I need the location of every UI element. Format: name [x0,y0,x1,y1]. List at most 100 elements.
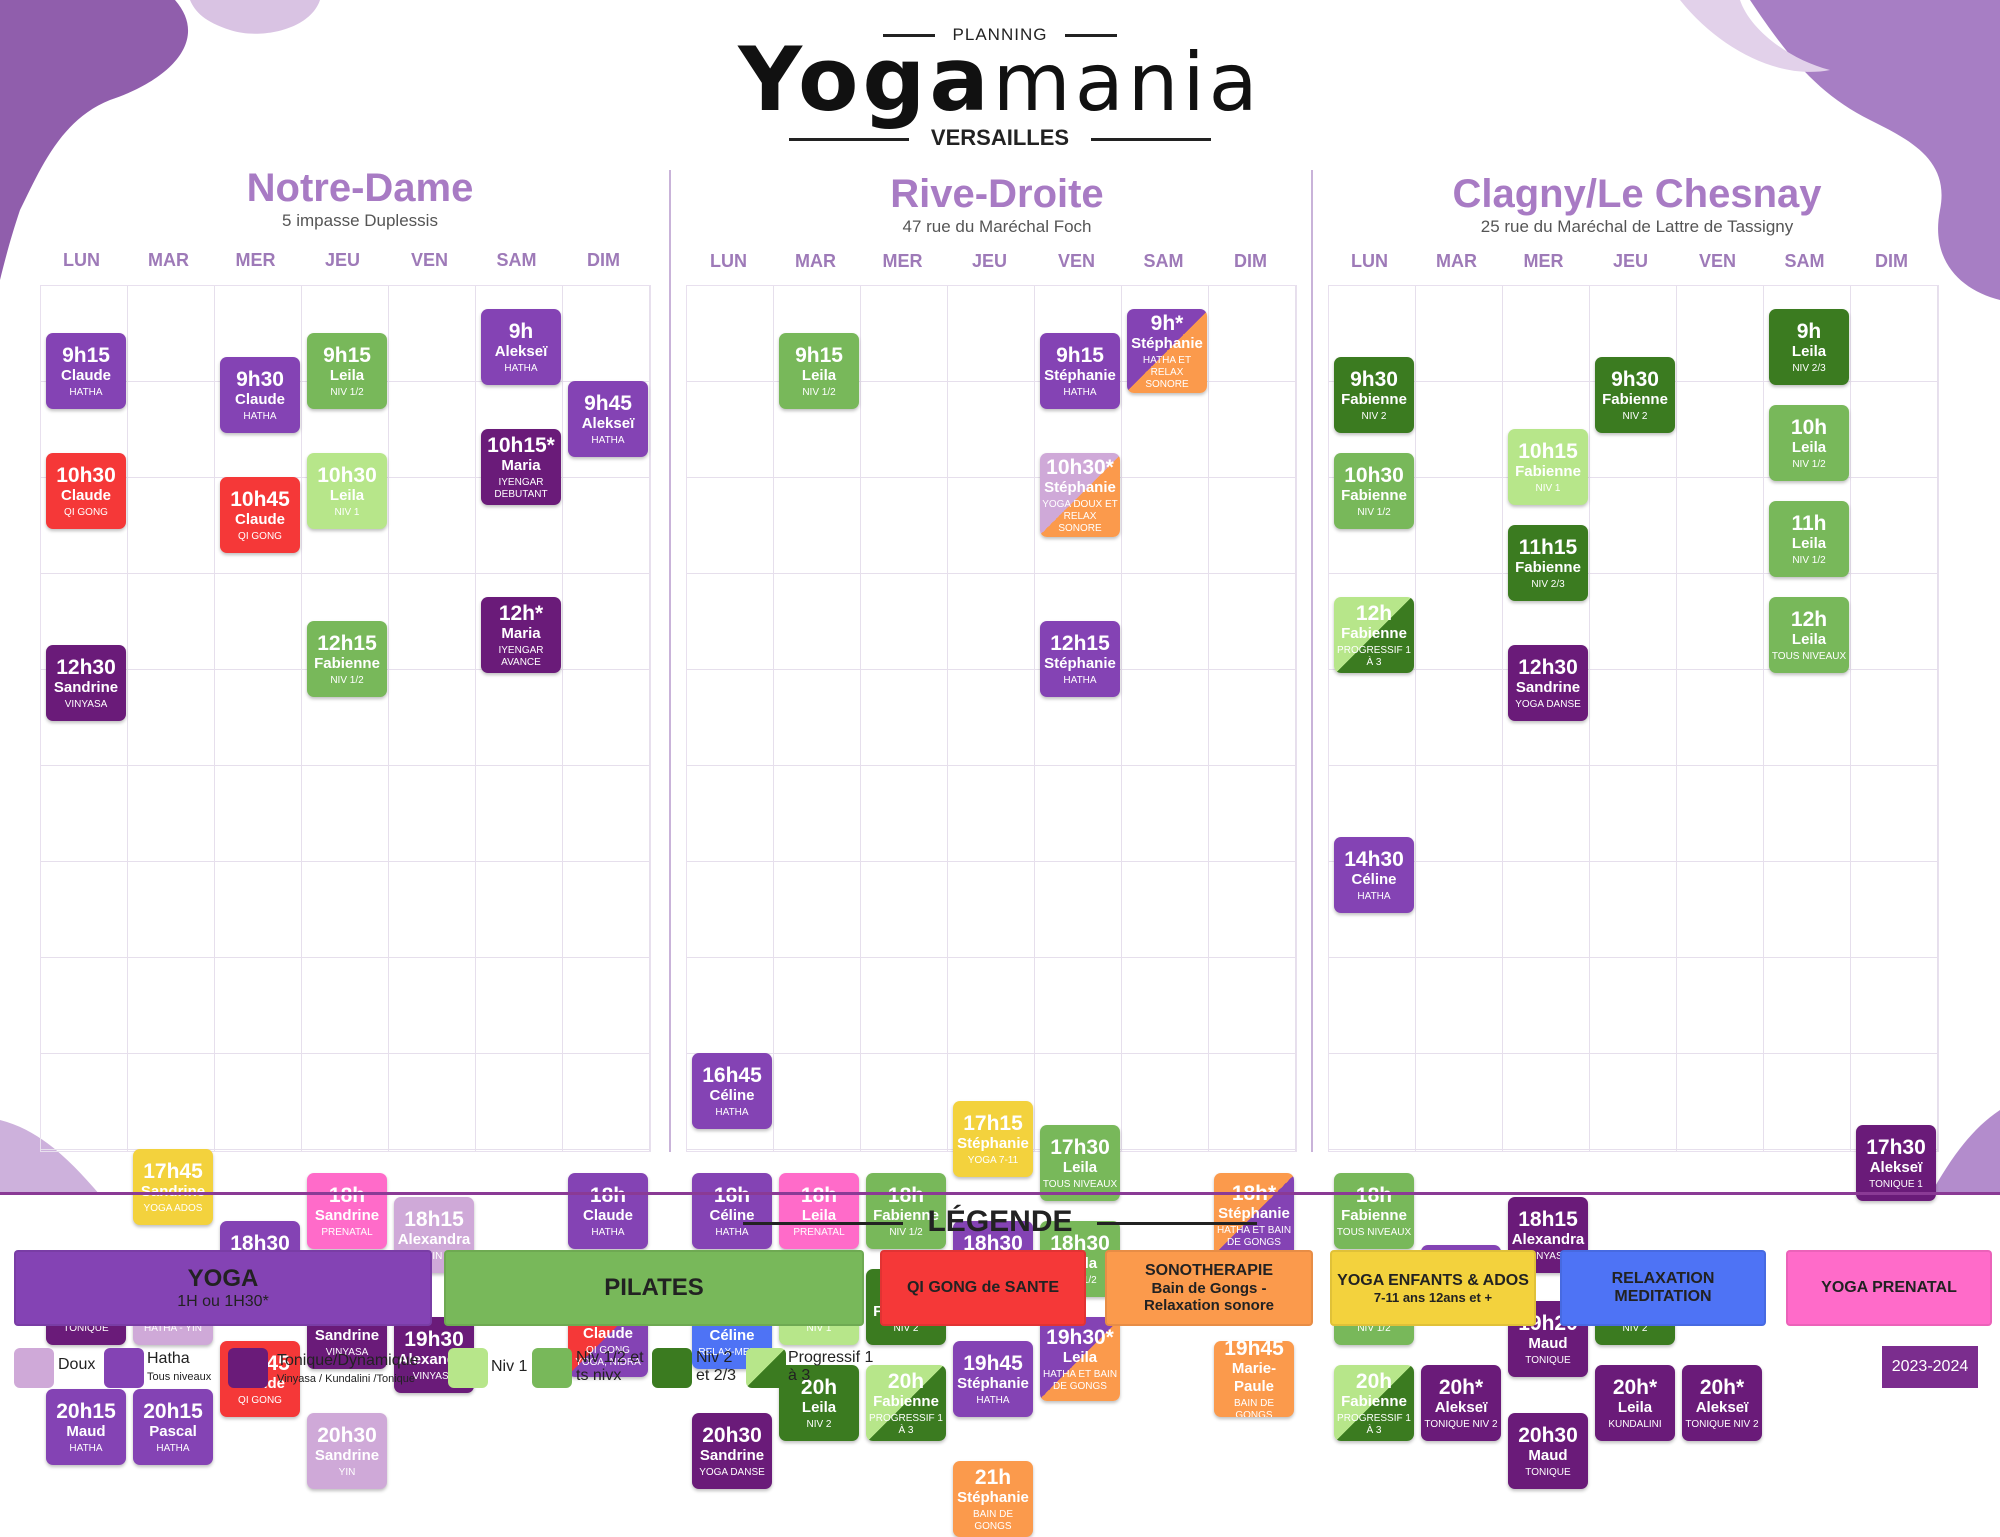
legend-label: RELAXATION MEDITATION [1611,1270,1715,1305]
class-teacher: Leila [1791,630,1827,648]
class-time: 10h45 [230,487,290,511]
day-label: SAM [1143,251,1184,271]
class-teacher: Leila [329,366,365,384]
location-address: 25 rue du Maréchal de Lattre de Tassigny [1480,217,1794,236]
schedule-grid-notre-dame [40,285,651,1152]
class-time: 20h* [1438,1375,1484,1399]
class-style: HATHA [976,1394,1010,1406]
class-teacher: Fabienne [1341,390,1407,408]
day-label: JEU [1612,251,1648,271]
class-time: 18h [1355,1183,1393,1207]
class-style: TONIQUE NIV 2 [1685,1418,1759,1430]
class-style: HATHA [69,386,103,398]
class-style: TONIQUE [1525,1466,1571,1478]
day-header-row: LUN MAR MER JEU VEN SAM DIM [38,250,647,271]
class-time: 9h* [1150,311,1184,335]
page-header: PLANNING Yogamania VERSAILLES [0,0,2000,160]
class-style: YOGA 7-11 [967,1154,1019,1166]
legend-pilates: PILATES [444,1250,864,1326]
class-style: NIV 1 [334,506,360,518]
class-style: HATHA [1063,674,1097,686]
class-time: 19h30* [1046,1325,1114,1349]
class-style: HATHA [715,1106,749,1118]
class-style: BAIN DE GONGS [1233,1397,1274,1418]
class-card: 20hFabienneProgressif 1 à 3 [1334,1365,1414,1441]
swatch-niv1 [448,1348,488,1388]
class-time: 12h30 [1518,655,1578,679]
class-time: 10h30* [1046,455,1114,479]
day-label: LUN [63,250,100,270]
class-style: TOUS NIVEAUX [1771,650,1847,662]
class-style: HATHA [591,434,625,446]
class-time: 20h15 [56,1399,116,1423]
class-style: HATHA [243,410,277,422]
class-time: 19h30 [404,1327,464,1351]
planning-label: PLANNING [0,25,2000,45]
day-label: MAR [1436,251,1477,271]
class-teacher: Leila [1062,1158,1098,1176]
class-time: 12h [1790,607,1828,631]
class-style: Progressif 1 à 3 [1337,644,1411,668]
class-style: NIV 2 [1361,410,1387,422]
swatch-label: Niv 2 et 2/3 [696,1349,737,1384]
class-teacher: Claude [60,486,111,504]
day-label: SAM [1784,251,1825,271]
class-teacher: Stéphanie [1131,334,1203,352]
decor-blob-bottom-left [0,1120,100,1195]
class-style: YIN [338,1466,356,1478]
swatch-label: Progressif 1 à 3 [788,1349,874,1384]
class-teacher: Leila [1791,438,1827,456]
class-teacher: Marie-Paule [1231,1359,1277,1395]
class-style: TONIQUE 1 [1869,1178,1923,1190]
column-divider [1311,170,1313,1152]
location-name: Notre-Dame [246,166,474,210]
class-time: 18h [713,1183,751,1207]
school-year-badge: 2023-2024 [1882,1346,1978,1388]
class-time: 12h15 [317,631,377,655]
class-style: NIV 2/3 [1792,362,1826,374]
class-style: VINYASA [64,698,108,710]
class-style: NIV 1/2 [1792,458,1826,470]
class-style: NIV 2 [1622,1322,1648,1334]
class-time: 9h15 [323,343,371,367]
class-style: NIV 2 [806,1418,832,1430]
class-time: 11h [1791,511,1827,535]
class-style: YIN [425,1250,443,1262]
legend-title: LÉGENDE [0,1205,2000,1239]
legend-sub: 7-11 ans 12ans et + [1373,1289,1493,1305]
swatch-niv2 [652,1348,692,1388]
day-header-row: LUN MAR MER JEU VEN SAM DIM [685,251,1294,272]
class-time: 17h15 [963,1111,1023,1135]
class-teacher: Stéphanie [1044,478,1116,496]
legend-enfants: YOGA ENFANTS & ADOS 7-11 ans 12ans et + [1330,1250,1536,1326]
class-time: 16h45 [702,1063,762,1087]
class-teacher: Sandrine [53,678,119,696]
class-time: 10h30 [317,463,377,487]
class-time: 9h30 [1350,367,1398,391]
swatch-label: Niv 1 [491,1358,528,1375]
class-teacher: Leila [801,1398,837,1416]
class-time: 20h* [1699,1375,1745,1399]
class-time: 17h30 [1050,1135,1110,1159]
location-name: Clagny/Le Chesnay [1452,172,1822,216]
day-label: JEU [971,251,1007,271]
class-style: QI GONG YOGA, NIDRA [575,1344,641,1368]
class-style: HATHA [1357,890,1391,902]
class-time: 12h15 [1050,631,1110,655]
legend-label: YOGA ENFANTS & ADOS [1337,1271,1529,1289]
class-teacher: Alekseï [1869,1158,1923,1176]
legend-relaxation: RELAXATION MEDITATION [1560,1250,1766,1326]
class-teacher: Sandrine [699,1446,765,1464]
